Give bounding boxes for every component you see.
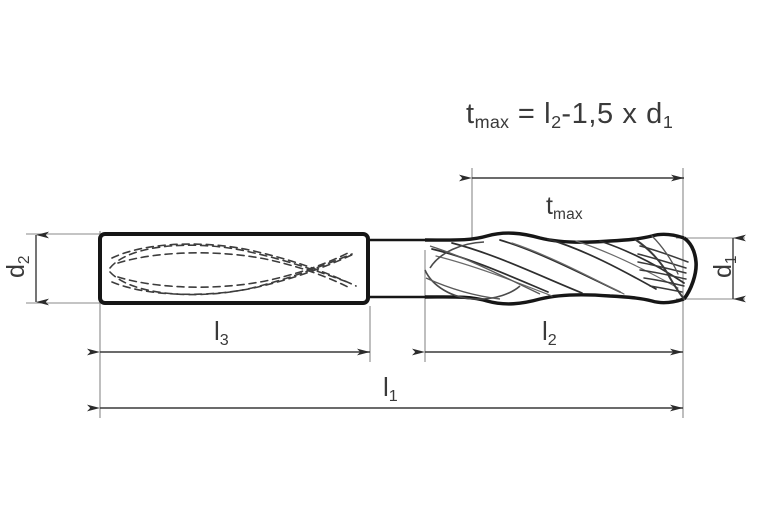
formula-d: d xyxy=(646,98,663,130)
label-l2-subscript: 2 xyxy=(547,330,557,349)
label-l1-base: l xyxy=(383,372,389,402)
formula-d-subscript: 1 xyxy=(662,112,674,133)
label-d2-subscript: 2 xyxy=(15,255,33,265)
label-l3-base: l xyxy=(214,316,220,346)
formula-tmax: tmax = l2-1,5 x d1 xyxy=(466,98,674,133)
drill-point-detail xyxy=(635,235,689,300)
formula-t-subscript: max xyxy=(474,112,510,133)
flute-helix-lines xyxy=(431,238,685,297)
dimension-lines xyxy=(35,174,746,412)
drill-flute-body-top xyxy=(424,231,685,244)
label-l2: l2 xyxy=(542,316,557,348)
label-tmax: tmax xyxy=(546,192,583,222)
formula-equals: = xyxy=(509,98,545,130)
label-tmax-base: t xyxy=(546,192,553,220)
drill-tip xyxy=(682,236,698,301)
label-d2: d2 xyxy=(2,255,33,278)
label-d2-base: d xyxy=(2,264,30,278)
label-l1: l1 xyxy=(383,372,398,404)
label-l3: l3 xyxy=(214,316,229,348)
drill-shank xyxy=(98,232,370,305)
label-d1-subscript: 1 xyxy=(722,255,740,265)
shank-hidden-flute-lines xyxy=(109,243,357,296)
formula-middle: -1,5 x xyxy=(561,98,647,130)
drill-flute-body-bottom xyxy=(424,293,685,306)
label-l1-subscript: 1 xyxy=(388,386,398,405)
label-l3-subscript: 3 xyxy=(219,330,229,349)
label-d1: d1 xyxy=(709,255,740,278)
label-d1-base: d xyxy=(709,264,737,278)
formula-t: t xyxy=(466,98,475,130)
neck-runout-lines xyxy=(425,245,541,300)
formula-l-subscript: 2 xyxy=(551,112,562,133)
label-tmax-subscript: max xyxy=(552,205,583,223)
formula-l: l xyxy=(544,98,552,130)
flute-pocket-detail xyxy=(424,241,521,300)
label-l2-base: l xyxy=(542,316,548,346)
